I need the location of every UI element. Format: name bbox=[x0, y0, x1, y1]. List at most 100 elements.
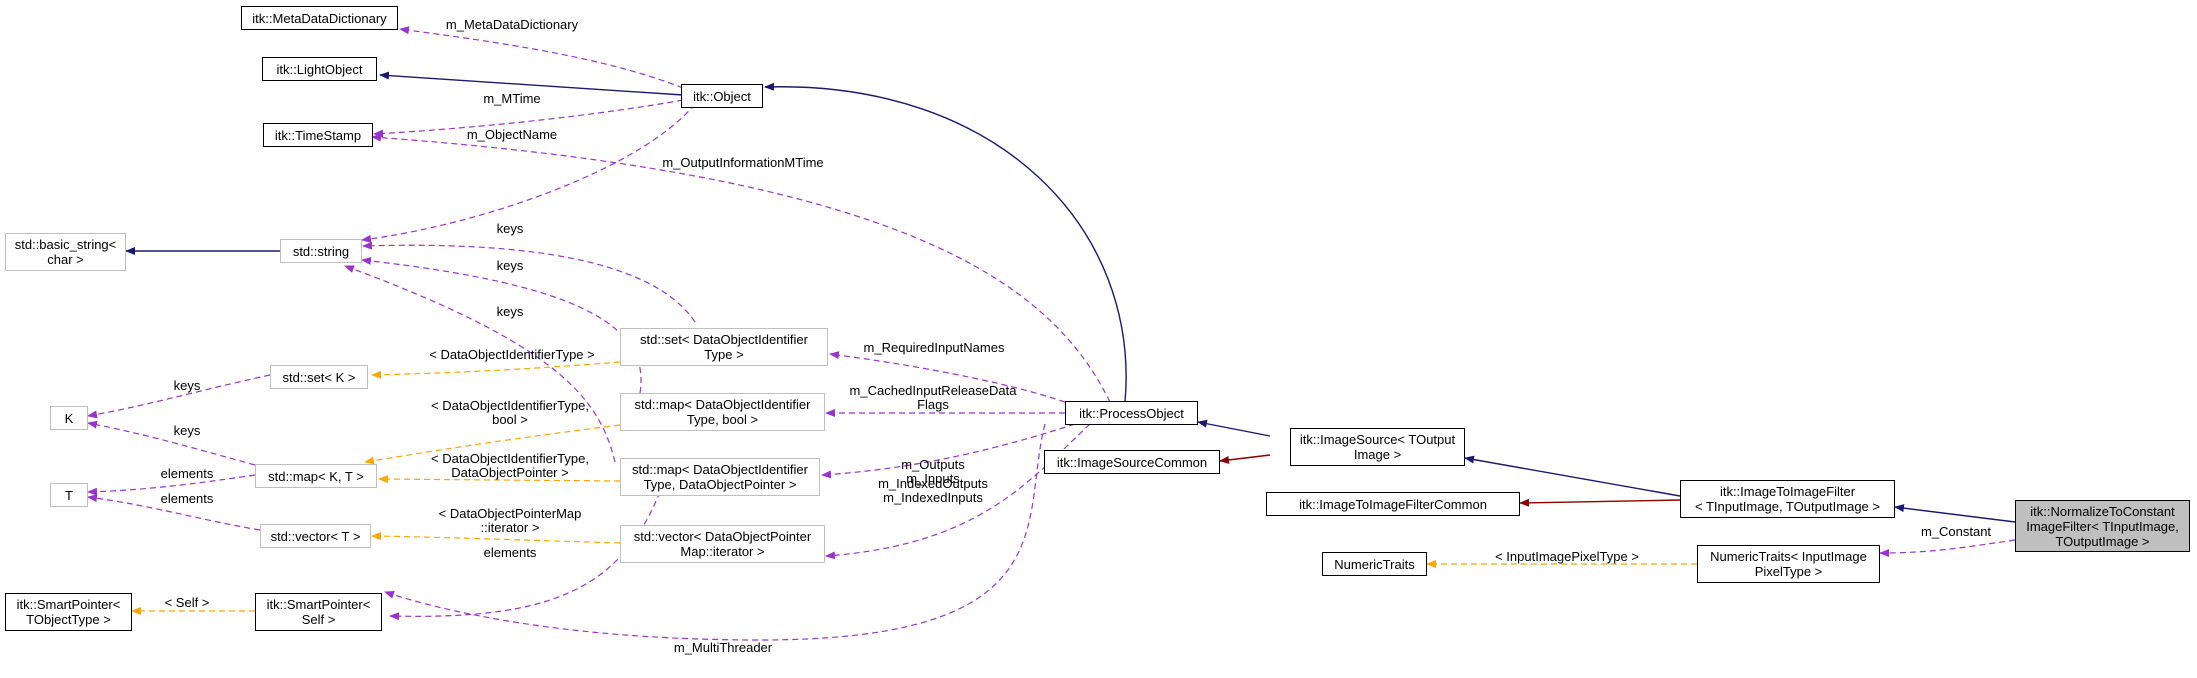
edge-mapptr-uses-string bbox=[344, 265, 616, 463]
node-metadatadictionary[interactable]: itk::MetaDataDictionary bbox=[241, 6, 398, 30]
label-keys-set: keys bbox=[497, 221, 524, 236]
node-imagesourcecommon[interactable]: itk::ImageSourceCommon bbox=[1044, 450, 1220, 474]
label-keys-setk: keys bbox=[174, 378, 201, 393]
label-keys-mapptr: keys bbox=[497, 304, 524, 319]
node-basicstring-label-1: char > bbox=[47, 252, 84, 267]
node-normalizetoconstantimagefilter-label-1: ImageFilter< TInputImage, bbox=[2026, 518, 2179, 534]
label-elements-smart: elements bbox=[484, 545, 537, 560]
node-std-string-label-0: std::string bbox=[292, 243, 350, 259]
label-m-outputinformationmtime: m_OutputInformationMTime bbox=[662, 155, 823, 170]
edge-imagesource-to-imagesourcecommon bbox=[1219, 454, 1271, 464]
edge-processobject-to-object bbox=[764, 82, 1127, 403]
edge-setdoid-tpl-setk bbox=[371, 361, 621, 379]
node-lightobject[interactable]: itk::LightObject bbox=[262, 57, 377, 81]
node-imagetoimagefilter-label-1: < TInputImage, TOutputImage > bbox=[1694, 499, 1880, 514]
node-vector-t-label-0: std::vector< T > bbox=[270, 528, 361, 544]
label-elements-vectort: elements bbox=[161, 491, 214, 506]
edge-vectort-uses-t bbox=[87, 494, 261, 531]
edge-normalize-uses-numerictraits bbox=[1879, 539, 2016, 557]
label-tpl-doid-type: < DataObjectIdentifierType > bbox=[429, 347, 594, 362]
edge-mapptr-uses-smartpointer bbox=[389, 491, 661, 621]
label-keys-mapkt: keys bbox=[174, 423, 201, 438]
node-imagetoimagefiltercommon-label-0: itk::ImageToImageFilterCommon bbox=[1299, 496, 1487, 512]
node-lightobject-label-0: itk::LightObject bbox=[276, 61, 363, 77]
node-imagesource-label-1: Image > bbox=[1353, 447, 1402, 462]
node-timestamp[interactable]: itk::TimeStamp bbox=[263, 123, 373, 147]
node-basicstring[interactable]: std::basic_string<char > bbox=[5, 233, 126, 271]
node-map-dataobjectidentifier-bool-label-0: std::map< DataObjectIdentifier bbox=[634, 397, 811, 412]
node-map-dataobjectidentifier-bool-label-1: Type, bool > bbox=[686, 412, 759, 427]
node-itk-object-label-0: itk::Object bbox=[693, 88, 751, 104]
label-m-mtime: m_MTime bbox=[483, 91, 540, 106]
edge-vector-tpl-vectort bbox=[371, 532, 621, 544]
edge-normalize-to-itifilter bbox=[1894, 504, 2016, 523]
node-smartpointer-tobjecttype-label-0: itk::SmartPointer< bbox=[16, 597, 121, 612]
label-m-requiredinputnames: m_RequiredInputNames bbox=[864, 340, 1005, 355]
edge-processobject-uses-setdoid bbox=[829, 351, 1066, 403]
node-map-kt-label-0: std::map< K, T > bbox=[268, 468, 364, 484]
node-k[interactable]: K bbox=[50, 406, 88, 430]
node-numerictraits[interactable]: NumericTraits bbox=[1322, 552, 1427, 576]
node-vector-t[interactable]: std::vector< T > bbox=[260, 524, 371, 548]
node-imagetoimagefilter-label-0: itk::ImageToImageFilter bbox=[1719, 484, 1856, 499]
node-smartpointer-tobjecttype-label-1: TObjectType > bbox=[26, 612, 111, 627]
node-timestamp-label-0: itk::TimeStamp bbox=[274, 127, 362, 143]
node-set-k[interactable]: std::set< K > bbox=[270, 365, 368, 389]
edge-mapbool-uses-string bbox=[361, 257, 642, 394]
node-imagetoimagefilter[interactable]: itk::ImageToImageFilter< TInputImage, TO… bbox=[1680, 480, 1895, 518]
node-imagesource-label-0: itk::ImageSource< TOutput bbox=[1299, 432, 1456, 447]
edge-mapkt-uses-k bbox=[87, 420, 256, 466]
node-map-kt[interactable]: std::map< K, T > bbox=[255, 464, 377, 488]
label-tpl-doid-ptr: < DataObjectIdentifierType,DataObjectPoi… bbox=[431, 451, 589, 480]
label-tpl-inputpixel: < InputImagePixelType > bbox=[1495, 549, 1639, 564]
label-elements-mapkt: elements bbox=[161, 466, 214, 481]
label-tpl-doid-bool: < DataObjectIdentifierType,bool > bbox=[431, 398, 589, 427]
label-keys-mapbool: keys bbox=[497, 258, 524, 273]
node-smartpointer-self-label-1: Self > bbox=[301, 612, 336, 627]
node-vector-dataobjectpointermap-label-0: std::vector< DataObjectPointer bbox=[633, 529, 812, 544]
edge-itifilter-to-itifiltercommon bbox=[1519, 498, 1681, 507]
node-numerictraits-inputpixel-label-0: NumericTraits< InputImage bbox=[1710, 549, 1867, 564]
label-m-objectname: m_ObjectName bbox=[467, 127, 557, 142]
edge-object-uses-timestamp bbox=[373, 99, 684, 138]
node-std-string[interactable]: std::string bbox=[280, 239, 362, 263]
node-set-dataobjectidentifier-label-1: Type > bbox=[704, 347, 744, 362]
node-imagetoimagefiltercommon[interactable]: itk::ImageToImageFilterCommon bbox=[1266, 492, 1520, 516]
node-processobject[interactable]: itk::ProcessObject bbox=[1065, 401, 1198, 425]
edge-itifilter-to-imagesource bbox=[1464, 455, 1681, 497]
edge-object-to-lightobject bbox=[379, 71, 684, 96]
node-processobject-label-0: itk::ProcessObject bbox=[1079, 405, 1184, 421]
node-normalizetoconstantimagefilter-label-2: TOutputImage > bbox=[2055, 533, 2150, 549]
node-metadatadictionary-label-0: itk::MetaDataDictionary bbox=[252, 10, 387, 26]
label-tpl-dopm-iter: < DataObjectPointerMap::iterator > bbox=[439, 506, 582, 535]
node-map-dataobjectidentifier-pointer-label-1: Type, DataObjectPointer > bbox=[643, 477, 797, 492]
edge-processobject-uses-vector bbox=[825, 423, 1091, 560]
edge-object-uses-string bbox=[361, 103, 696, 243]
node-normalizetoconstantimagefilter-label-0: itk::NormalizeToConstant bbox=[2030, 503, 2175, 519]
node-vector-dataobjectpointermap-label-1: Map::iterator > bbox=[680, 544, 765, 559]
node-t[interactable]: T bbox=[50, 483, 88, 507]
node-numerictraits-label-0: NumericTraits bbox=[1334, 556, 1415, 572]
node-itk-object[interactable]: itk::Object bbox=[681, 84, 763, 108]
edge-setk-uses-k bbox=[87, 374, 271, 419]
edge-mapkt-uses-t bbox=[87, 474, 256, 496]
edge-set-uses-string bbox=[362, 241, 696, 323]
node-k-label-0: K bbox=[64, 410, 74, 426]
node-set-dataobjectidentifier-label-0: std::set< DataObjectIdentifier bbox=[639, 332, 808, 347]
edge-processobject-uses-smartpointer bbox=[384, 423, 1046, 641]
node-smartpointer-tobjecttype[interactable]: itk::SmartPointer<TObjectType > bbox=[5, 593, 132, 631]
node-smartpointer-self-label-0: itk::SmartPointer< bbox=[266, 597, 371, 612]
label-m-metadatadictionary: m_MetaDataDictionary bbox=[446, 17, 579, 32]
node-smartpointer-self[interactable]: itk::SmartPointer<Self > bbox=[255, 593, 382, 631]
